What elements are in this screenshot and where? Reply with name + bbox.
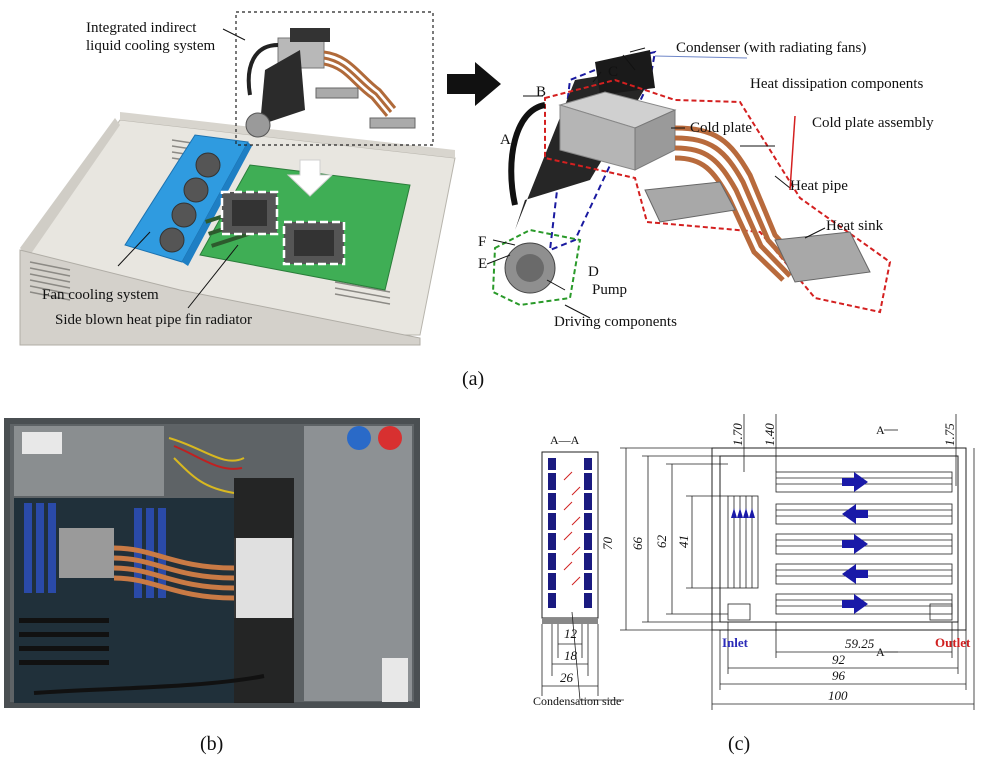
dim-170: 1.70	[730, 423, 745, 446]
label-cold-plate: Cold plate	[690, 120, 753, 136]
dim-18: 18	[564, 648, 578, 663]
server-photo	[4, 418, 420, 708]
label-integrated-1: Integrated indirect	[86, 20, 197, 36]
label-heat-pipe: Heat pipe	[790, 178, 848, 194]
label-inlet: Inlet	[722, 635, 749, 650]
label-point-d: D	[588, 264, 599, 280]
dim-175: 1.75	[942, 423, 957, 446]
cooling-system-render	[486, 47, 892, 319]
label-condenser: Condenser (with radiating fans)	[676, 40, 867, 56]
dim-92: 92	[832, 652, 846, 667]
dim-70: 70	[600, 537, 615, 551]
label-pump: Pump	[592, 282, 628, 298]
panel-c: 12 18 26 Condensation side A—A	[430, 400, 984, 776]
dim-100: 100	[828, 688, 848, 703]
section-mark-bottom: A	[876, 645, 885, 659]
section-mark-top: A	[876, 423, 885, 437]
dim-62: 62	[654, 535, 669, 549]
dim-26: 26	[560, 670, 574, 685]
label-outlet: Outlet	[935, 635, 971, 650]
transition-arrow	[447, 62, 501, 106]
label-point-c: C	[608, 64, 619, 80]
caption-a: (a)	[462, 368, 485, 390]
dim-140: 1.40	[762, 423, 777, 446]
label-section-aa: A—A	[550, 433, 580, 447]
label-point-a: A	[500, 132, 511, 148]
label-driving: Driving components	[554, 314, 677, 330]
caption-c: (c)	[728, 733, 751, 755]
label-heat-dissipation: Heat dissipation components	[750, 76, 924, 92]
label-integrated-2: liquid cooling system	[86, 38, 216, 54]
label-point-b: B	[536, 84, 547, 100]
label-side-blown: Side blown heat pipe fin radiator	[55, 312, 253, 328]
technical-drawing: 12 18 26 Condensation side A—A	[533, 414, 975, 710]
dim-12: 12	[564, 626, 578, 641]
label-fan-cooling: Fan cooling system	[42, 287, 159, 303]
panel-b: (b)	[0, 418, 430, 776]
server-chassis-render	[19, 11, 456, 346]
label-heat-sink: Heat sink	[826, 218, 884, 234]
label-point-f: F	[478, 234, 487, 250]
dim-5925: 59.25	[845, 636, 875, 651]
panel-a: Integrated indirect liquid cooling syste…	[19, 11, 934, 390]
label-point-e: E	[478, 256, 488, 272]
dim-66: 66	[630, 537, 645, 551]
label-cold-plate-assembly: Cold plate assembly	[812, 115, 934, 131]
dim-41: 41	[676, 535, 691, 548]
dim-96: 96	[832, 668, 846, 683]
label-condensation: Condensation side	[533, 694, 621, 708]
caption-b: (b)	[200, 733, 224, 755]
